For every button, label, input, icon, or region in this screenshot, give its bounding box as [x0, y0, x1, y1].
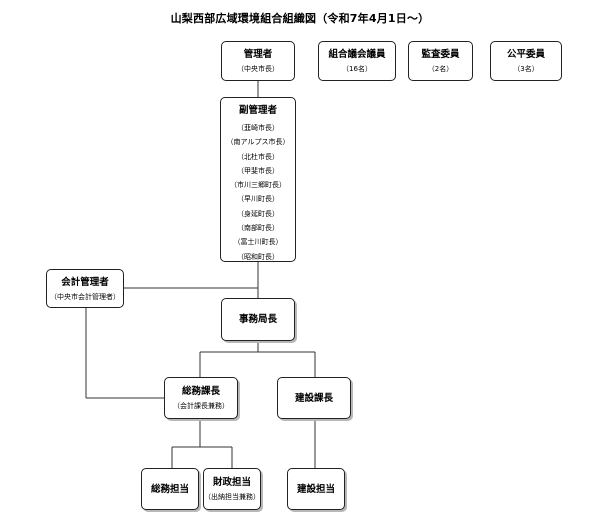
assembly-sub: （16名） [342, 65, 372, 73]
construction-staff-label: 建設担当 [296, 483, 335, 495]
accounting-sub: （中央市会計管理者） [50, 292, 120, 301]
director-label: 事務局長 [238, 314, 277, 325]
deputy-member: （富士川町長） [233, 238, 283, 247]
accounting-box: 会計管理者 （中央市会計管理者） [46, 269, 124, 308]
general-affairs-chief-sub: （会計課長兼務） [173, 402, 229, 410]
deputy-member: （昭和町長） [237, 252, 279, 261]
general-affairs-staff-box: 総務担当 [141, 468, 199, 510]
construction-chief-box: 建設課長 [277, 377, 351, 419]
auditor-label: 監査委員 [421, 49, 460, 60]
equity-box: 公平委員 （3名） [490, 41, 562, 81]
chart-title: 山梨西部広域環境組合組織図（令和7年4月1日～） [170, 12, 430, 25]
deputy-member: （南部町長） [237, 224, 279, 233]
assembly-label: 組合議会議員 [328, 49, 386, 60]
construction-staff-box: 建設担当 [287, 468, 345, 510]
equity-label: 公平委員 [506, 49, 545, 60]
accounting-label: 会計管理者 [61, 276, 109, 288]
equity-sub: （3名） [513, 65, 539, 73]
manager-label: 管理者 [243, 49, 273, 60]
director-box: 事務局長 [221, 298, 295, 341]
general-affairs-chief-label: 総務課長 [181, 386, 220, 397]
general-affairs-staff-label: 総務担当 [150, 483, 189, 495]
deputy-member: （身延町長） [237, 209, 279, 218]
finance-staff-label: 財政担当 [212, 477, 251, 488]
deputy-label: 副管理者 [238, 105, 277, 116]
deputy-member: （南アルプス市長） [226, 138, 290, 147]
deputy-member: （韮崎市長） [237, 124, 279, 132]
finance-staff-box: 財政担当 （出納担当兼務） [203, 468, 261, 510]
manager-sub: （中央市長） [237, 65, 279, 73]
general-affairs-chief-box: 総務課長 （会計課長兼務） [164, 377, 238, 419]
deputy-member: （甲斐市長） [237, 166, 279, 175]
deputy-member: （北杜市長） [237, 152, 279, 161]
deputy-member: （早川町長） [237, 195, 279, 204]
assembly-box: 組合議会議員 （16名） [318, 41, 396, 81]
construction-chief-label: 建設課長 [294, 392, 333, 404]
auditor-sub: （2名） [427, 65, 454, 73]
auditor-box: 監査委員 （2名） [408, 41, 473, 81]
deputy-member: （市川三郷町長） [230, 181, 286, 190]
finance-staff-sub: （出納担当兼務） [204, 493, 260, 501]
manager-box: 管理者 （中央市長） [221, 41, 295, 81]
deputy-box: 副管理者 （韮崎市長） （南アルプス市長） （北杜市長） （甲斐市長） （市川三… [220, 97, 296, 262]
